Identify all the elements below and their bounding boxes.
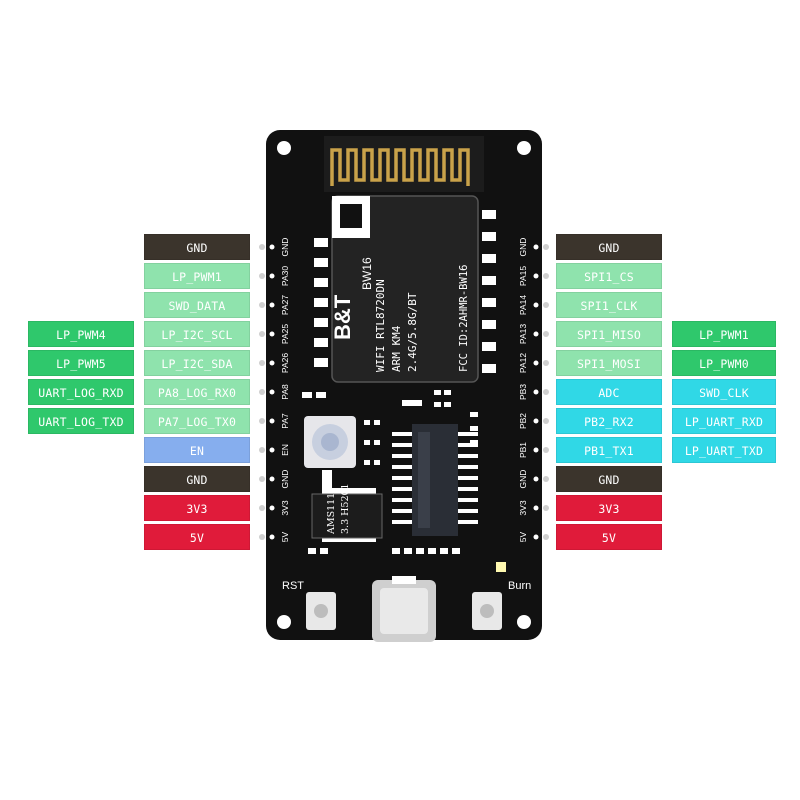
right-pin-tag: PB2_RX2 [556, 408, 662, 434]
left-pin-tag: 3V3 [144, 495, 250, 521]
right-pin-tag: ADC [556, 379, 662, 405]
burn-button[interactable] [472, 592, 502, 630]
right-alt-function-tag: LP_UART_TXD [672, 437, 776, 463]
regulator-line2: 3.3 H5201 [340, 483, 351, 534]
right-pin-tag: SPI1_CS [556, 263, 662, 289]
right-header-pin-label: PB2 [518, 412, 528, 430]
right-header-pin-label: PB1 [518, 441, 528, 459]
right-pin-tag: GND [556, 234, 662, 260]
left-pin-tag: GND [144, 234, 250, 260]
left-pin-tag: LP_I2C_SCL [144, 321, 250, 347]
header-dots-right [543, 244, 549, 540]
right-pin-tag: SPI1_MOSI [556, 350, 662, 376]
rst-button[interactable] [306, 592, 336, 630]
header-pads-left [269, 244, 275, 540]
left-pin-tag: EN [144, 437, 250, 463]
right-pin-tag: 5V [556, 524, 662, 550]
right-alt-function-tag: LP_PWM0 [672, 350, 776, 376]
right-pin-tag: SPI1_MISO [556, 321, 662, 347]
left-pin-tag: SWD_DATA [144, 292, 250, 318]
left-header-pin-label: PA26 [280, 352, 290, 374]
module-line2: ARM KM4 [390, 325, 403, 372]
left-pin-tag: 5V [144, 524, 250, 550]
left-alt-function-tag: LP_PWM5 [28, 350, 134, 376]
right-header-pin-label: PA13 [518, 323, 528, 345]
smd-parts [302, 390, 478, 554]
left-header-pin-label: PA7 [280, 413, 290, 429]
right-pin-tag: 3V3 [556, 495, 662, 521]
left-header-pin-label: PA30 [280, 265, 290, 287]
left-header-pin-label: PA8 [280, 384, 290, 400]
right-header-pin-label: GND [518, 237, 528, 257]
left-alt-function-tag: UART_LOG_RXD [28, 379, 134, 405]
usb-c-port [372, 576, 436, 642]
right-header-pin-label: PB3 [518, 383, 528, 401]
module-brand: B&T [330, 294, 355, 340]
left-pin-tag: PA7_LOG_TX0 [144, 408, 250, 434]
left-pin-tag: PA8_LOG_RX0 [144, 379, 250, 405]
right-alt-function-tag: LP_PWM1 [672, 321, 776, 347]
header-pads-right [533, 244, 539, 540]
left-header-pin-label: GND [280, 469, 290, 489]
left-pin-tag: LP_PWM1 [144, 263, 250, 289]
right-header-pin-label: GND [518, 469, 528, 489]
left-header-pin-label: 3V3 [280, 500, 290, 516]
header-dots-left [259, 244, 265, 540]
left-alt-function-tag: LP_PWM4 [28, 321, 134, 347]
usb-serial-chip [392, 424, 478, 536]
mount-hole-bl [277, 615, 291, 629]
left-alt-function-tag: UART_LOG_TXD [28, 408, 134, 434]
module-pads-left [314, 238, 328, 367]
module-pads-right [482, 210, 496, 373]
pcb-antenna [330, 148, 470, 186]
left-pin-tag: LP_I2C_SDA [144, 350, 250, 376]
right-alt-function-tag: SWD_CLK [672, 379, 776, 405]
right-header-pin-label: PA15 [518, 265, 528, 287]
mount-hole-tr [517, 141, 531, 155]
module-fcc: FCC ID:2AHMR-BW16 [458, 264, 470, 372]
burn-label: Burn [508, 580, 532, 592]
right-header-pin-label: 5V [518, 531, 528, 543]
regulator-line1: AMS1117 [326, 486, 337, 534]
right-alt-function-tag: LP_UART_RXD [672, 408, 776, 434]
voltage-regulator [311, 470, 383, 542]
mount-hole-tl [277, 141, 291, 155]
module-line1: WIFI RTL8720DN [374, 279, 387, 372]
right-pin-tag: SPI1_CLK [556, 292, 662, 318]
right-pin-tag: PB1_TX1 [556, 437, 662, 463]
module-model: BW16 [360, 257, 374, 290]
module-shield [331, 195, 479, 383]
left-header-pin-label: GND [280, 237, 290, 257]
rst-label: RST [282, 580, 304, 592]
right-header-pin-label: 3V3 [518, 500, 528, 516]
left-header-pin-label: EN [280, 444, 290, 456]
left-header-pin-label: PA25 [280, 323, 290, 345]
right-pin-tag: GND [556, 466, 662, 492]
left-header-pin-label: 5V [280, 531, 290, 543]
left-pin-tag: GND [144, 466, 250, 492]
right-header-pin-label: PA14 [518, 294, 528, 316]
module-line3: 2.4G/5.8G/BT [406, 292, 419, 372]
left-header-pin-label: PA27 [280, 294, 290, 316]
mount-hole-br [517, 615, 531, 629]
right-header-pin-label: PA12 [518, 352, 528, 374]
status-led [496, 562, 506, 572]
